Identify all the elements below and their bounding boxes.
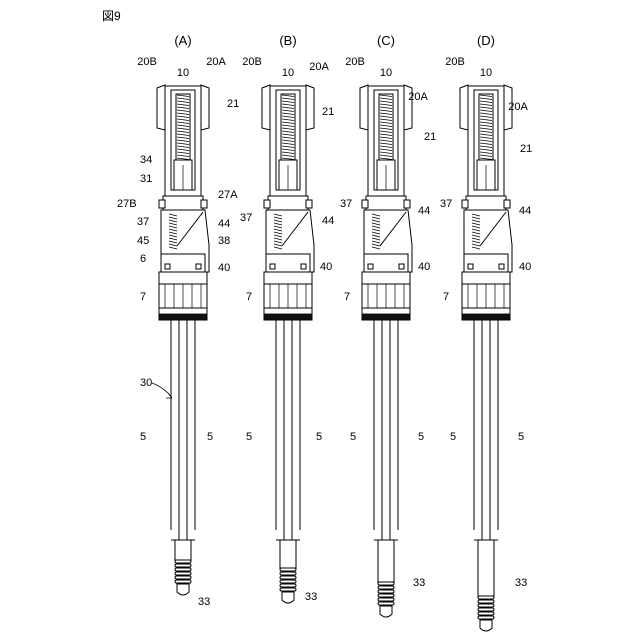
ref-numeral: 33	[413, 577, 425, 589]
tip-33	[378, 540, 394, 617]
panel-a: (A) 20B 10 20A 21 34 31 27B 27A 44 37 38 45 6 40 7 30 5 5 3…	[117, 33, 239, 608]
rods-5	[171, 320, 195, 540]
ref-numeral: 20A	[408, 91, 428, 103]
ref-numeral: 5	[518, 431, 524, 443]
leader-30	[152, 383, 172, 398]
ref-numeral: 33	[515, 577, 527, 589]
wing-20a	[201, 85, 209, 130]
ref-numeral: 40	[519, 261, 531, 273]
ref-numeral: 20B	[242, 56, 262, 68]
figure-title: 図9	[102, 9, 121, 23]
ref-numeral: 5	[246, 431, 252, 443]
wing-20a	[306, 85, 314, 130]
ref-numeral: 33	[305, 591, 317, 603]
tab-27b	[264, 200, 270, 208]
tip-33	[478, 540, 494, 631]
sleeve-band	[159, 314, 207, 320]
ref-numeral: 44	[218, 218, 230, 230]
ref-numeral: 10	[177, 67, 189, 79]
ref-numeral: 6	[140, 253, 146, 265]
tab-27a	[504, 200, 510, 208]
ref-numeral: 10	[380, 67, 392, 79]
ref-numeral: 38	[218, 235, 230, 247]
ref-numeral: 30	[140, 377, 152, 389]
ref-numeral: 37	[240, 212, 252, 224]
ref-numeral: 40	[320, 261, 332, 273]
ref-numeral: 44	[519, 205, 531, 217]
ref-numeral: 44	[418, 205, 430, 217]
ref-numeral: 7	[246, 291, 252, 303]
ref-numeral: 10	[282, 67, 294, 79]
tip-33	[280, 540, 296, 603]
ref-numeral: 7	[443, 291, 449, 303]
ref-numeral: 7	[140, 291, 146, 303]
wing-20b	[460, 85, 468, 130]
panel-c: (C) 20B 10 20A 21 37 44 40 7 5 5 33	[340, 33, 436, 617]
tab-27b	[159, 200, 165, 208]
ref-numeral: 7	[344, 291, 350, 303]
collar-27	[366, 196, 406, 210]
panel-label: (B)	[279, 33, 296, 48]
ref-numeral: 20B	[137, 56, 157, 68]
ref-numeral: 5	[418, 431, 424, 443]
panel-label: (C)	[377, 33, 395, 48]
sleeve-band	[362, 314, 410, 320]
tab-27a	[306, 200, 312, 208]
tab-27a	[404, 200, 410, 208]
panel-b: (B) 20B 10 20A 21 37 44 40 7 5 5 33	[240, 33, 334, 603]
ref-numeral: 5	[207, 431, 213, 443]
panel-d: (D) 20B 10 20A 21 37 44 40 7 5 5 33	[440, 33, 532, 631]
panel-label: (A)	[174, 33, 191, 48]
wing-20b	[262, 85, 270, 130]
rods-5	[474, 320, 498, 540]
collar-27	[466, 196, 506, 210]
ref-numeral: 34	[140, 154, 152, 166]
ref-numeral: 21	[322, 106, 334, 118]
ref-numeral: 20A	[206, 56, 226, 68]
ref-numeral: 40	[418, 261, 430, 273]
ref-numeral: 20A	[508, 101, 528, 113]
tab-27a	[201, 200, 207, 208]
tab-27b	[462, 200, 468, 208]
ref-numeral: 5	[316, 431, 322, 443]
ref-numeral: 21	[227, 98, 239, 110]
ref-numeral: 27B	[117, 198, 137, 210]
ref-numeral: 20B	[445, 56, 465, 68]
tab-27b	[362, 200, 368, 208]
ref-numeral: 20A	[309, 61, 329, 73]
ref-numeral: 5	[350, 431, 356, 443]
wing-20b	[360, 85, 368, 130]
sleeve-band	[264, 314, 312, 320]
ref-numeral: 27A	[218, 189, 238, 201]
ref-numeral: 21	[424, 131, 436, 143]
ref-numeral: 44	[322, 215, 334, 227]
ref-numeral: 37	[440, 198, 452, 210]
rods-5	[276, 320, 300, 540]
ref-numeral: 40	[218, 262, 230, 274]
ref-numeral: 10	[480, 67, 492, 79]
ref-numeral: 45	[137, 235, 149, 247]
ref-numeral: 20B	[345, 56, 365, 68]
ref-numeral: 37	[137, 216, 149, 228]
ref-numeral: 5	[140, 431, 146, 443]
rods-5	[374, 320, 398, 540]
ref-numeral: 5	[450, 431, 456, 443]
ref-numeral: 21	[520, 143, 532, 155]
panel-label: (D)	[477, 33, 495, 48]
ref-numeral: 37	[340, 198, 352, 210]
tip-33	[175, 540, 191, 595]
ref-numeral: 31	[140, 173, 152, 185]
ref-numeral: 33	[198, 596, 210, 608]
collar-27	[268, 196, 308, 210]
collar-27	[163, 196, 203, 210]
wing-20b	[157, 85, 165, 130]
sleeve-band	[462, 314, 510, 320]
